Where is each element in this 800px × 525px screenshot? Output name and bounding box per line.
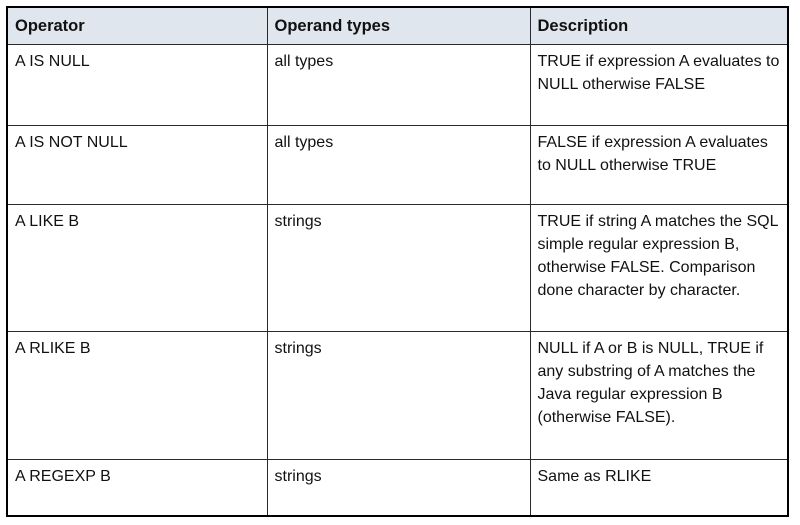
cell-operand-types: all types xyxy=(266,124,531,206)
table-row: A REGEXP B strings Same as RLIKE xyxy=(8,458,787,515)
operators-table-frame: Operator Operand types Description A IS … xyxy=(6,6,789,517)
table-row: A IS NULL all types TRUE if expression A… xyxy=(8,44,787,126)
table-header-row: Operator Operand types Description xyxy=(8,8,787,45)
header-operator: Operator xyxy=(8,8,268,45)
table-row: A IS NOT NULL all types FALSE if express… xyxy=(8,124,787,206)
table-row: A LIKE B strings TRUE if string A matche… xyxy=(8,204,787,333)
operators-table: Operator Operand types Description A IS … xyxy=(8,8,787,515)
cell-operator: A IS NOT NULL xyxy=(8,124,268,206)
cell-operand-types: all types xyxy=(266,44,531,126)
cell-description: TRUE if string A matches the SQL simple … xyxy=(529,204,787,333)
cell-operator: A REGEXP B xyxy=(8,458,268,515)
cell-operator: A RLIKE B xyxy=(8,331,268,460)
header-operand-types: Operand types xyxy=(266,8,531,45)
cell-description: FALSE if expression A evaluates to NULL … xyxy=(529,124,787,206)
header-description: Description xyxy=(529,8,787,45)
cell-operand-types: strings xyxy=(266,204,531,333)
cell-description: TRUE if expression A evaluates to NULL o… xyxy=(529,44,787,126)
cell-description: Same as RLIKE xyxy=(529,458,787,515)
cell-operator: A IS NULL xyxy=(8,44,268,126)
table-row: A RLIKE B strings NULL if A or B is NULL… xyxy=(8,331,787,460)
cell-operand-types: strings xyxy=(266,458,531,515)
cell-operator: A LIKE B xyxy=(8,204,268,333)
cell-description: NULL if A or B is NULL, TRUE if any subs… xyxy=(529,331,787,460)
cell-operand-types: strings xyxy=(266,331,531,460)
